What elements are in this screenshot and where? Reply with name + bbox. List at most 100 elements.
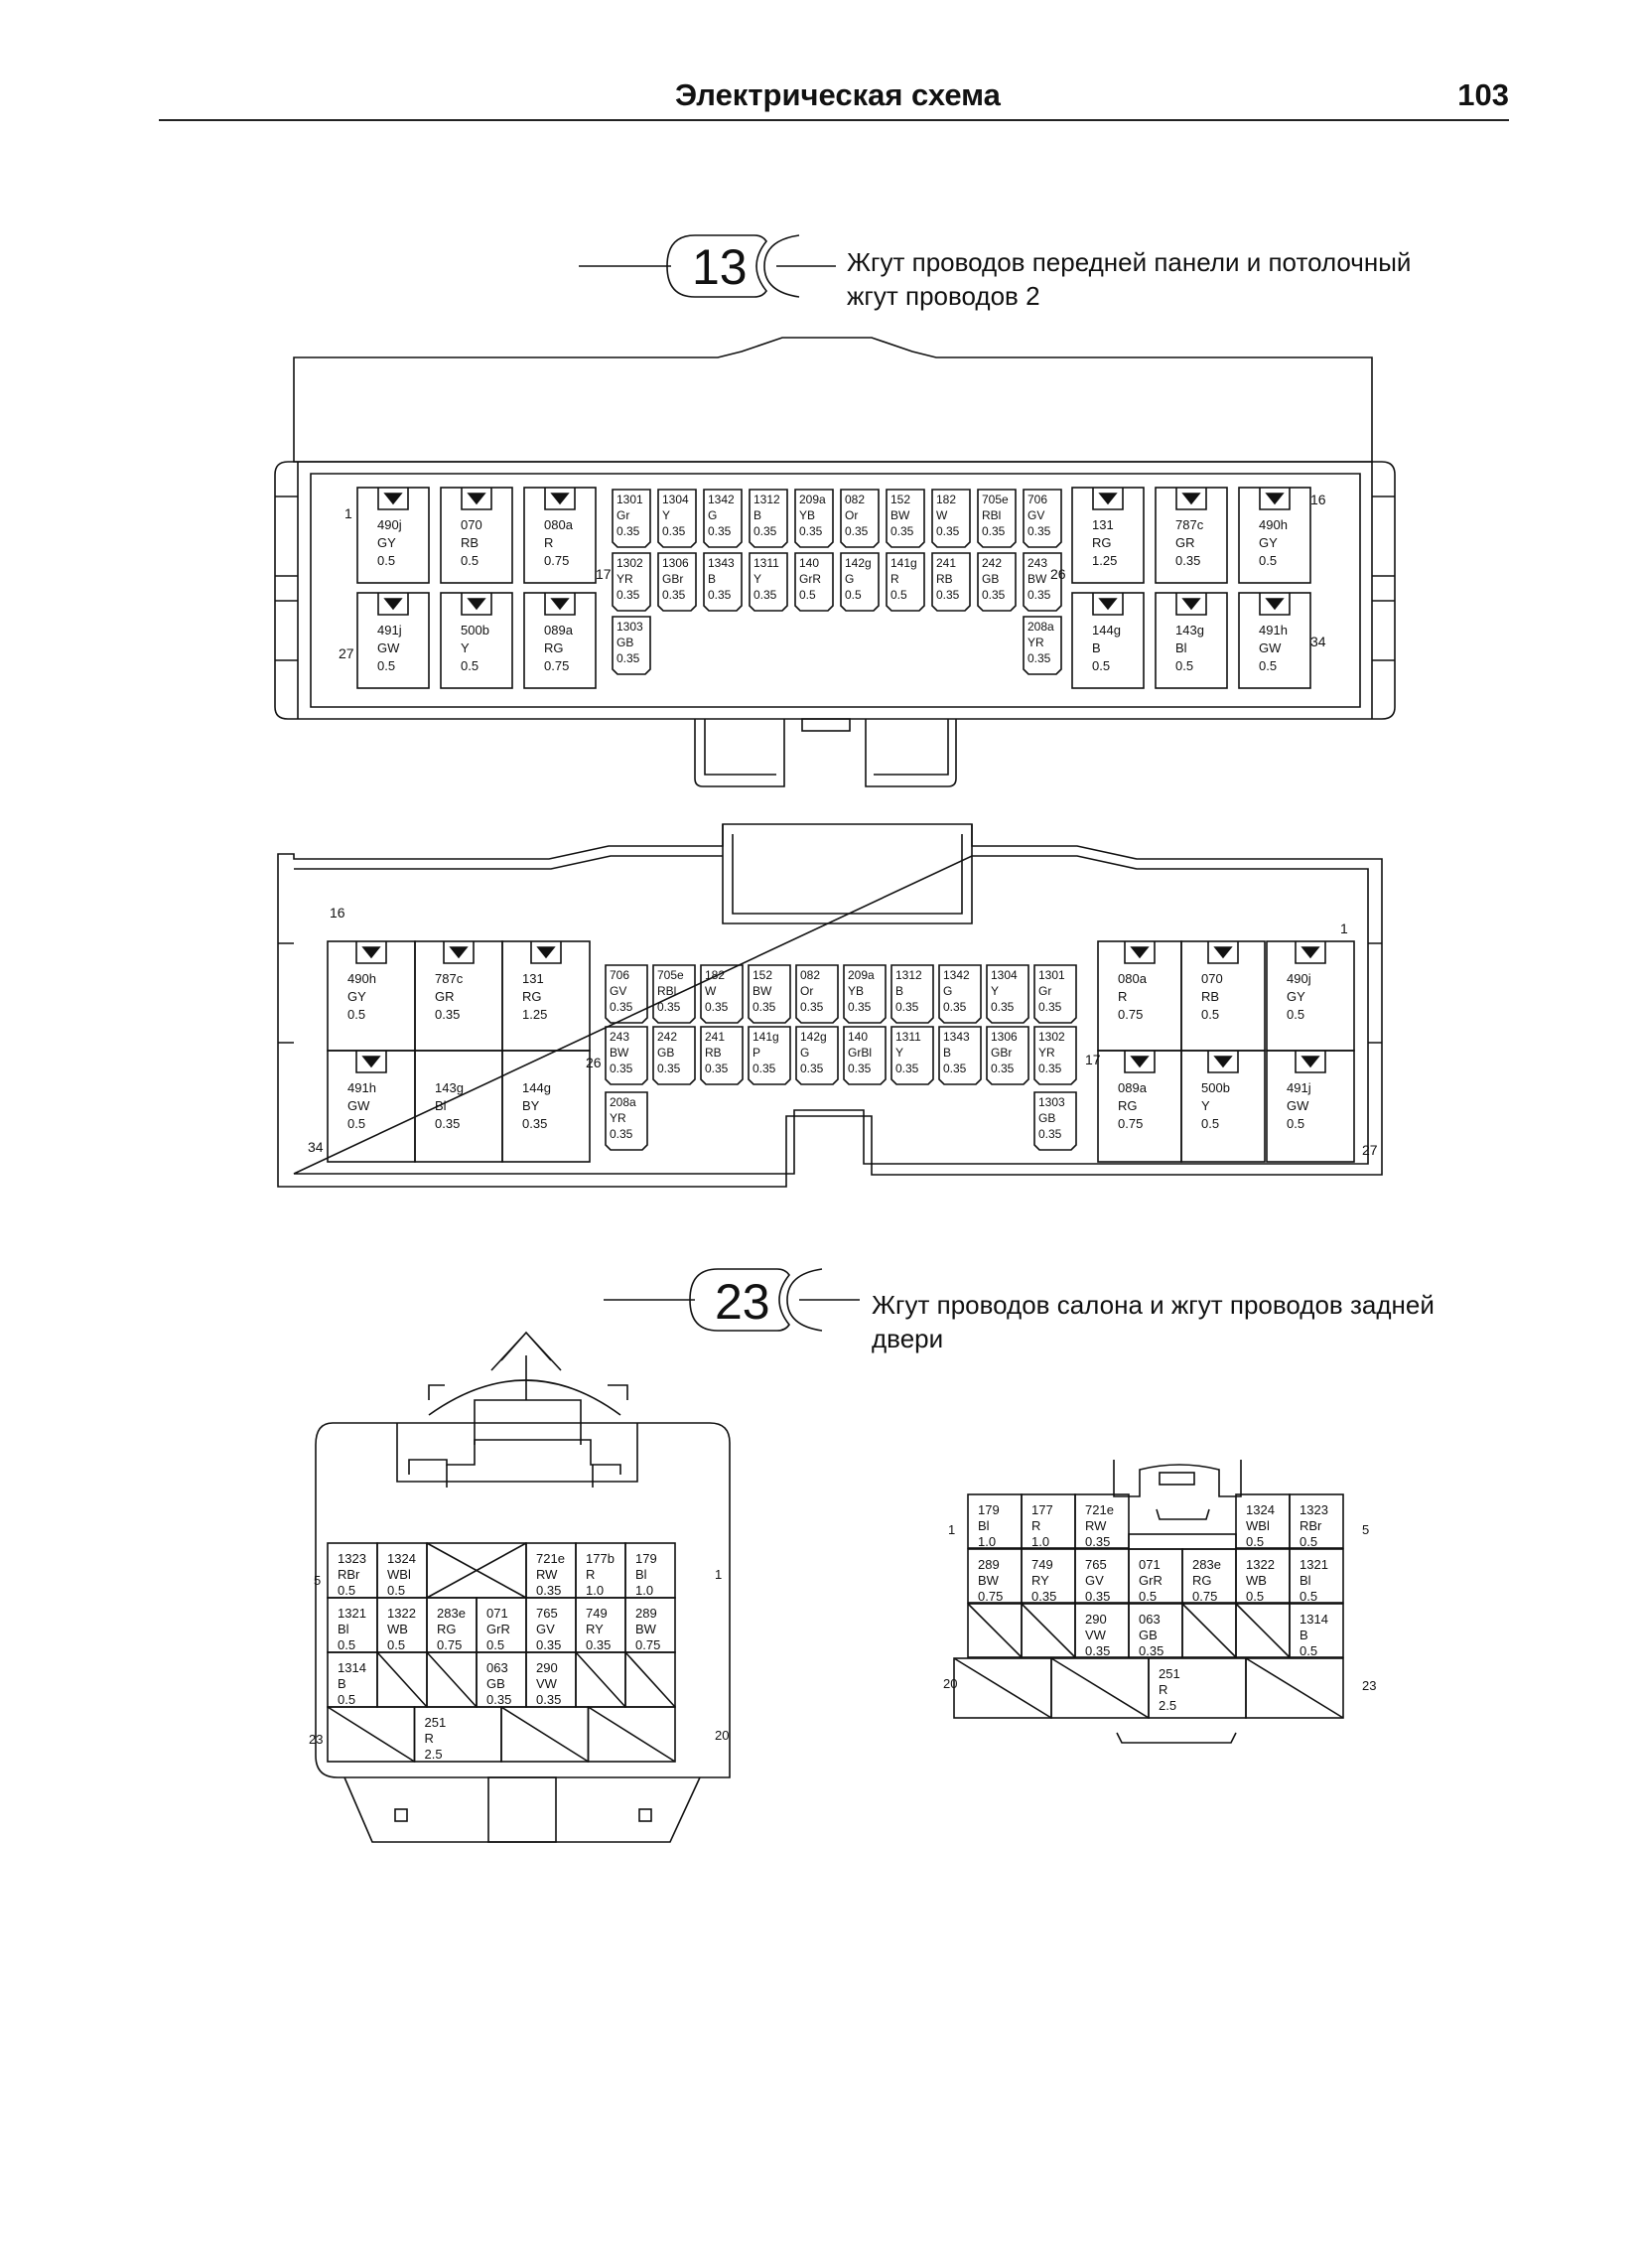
wire-label: GV <box>1085 1573 1104 1588</box>
wire-label: 0.75 <box>544 553 569 568</box>
terminal-cavity-small <box>977 489 1017 548</box>
terminal-cavity <box>1097 940 1182 1052</box>
terminal-cavity-small <box>1033 1091 1077 1151</box>
wire-label: 0.35 <box>753 1000 776 1014</box>
terminal-cavity <box>414 1050 503 1163</box>
wire-label: 142g <box>800 1030 827 1044</box>
terminal-cavity-small <box>749 552 788 612</box>
wire-label: 0.35 <box>586 1637 611 1652</box>
wire-label: 491j <box>377 623 402 638</box>
wire-label: 131 <box>522 971 544 986</box>
terminal-cavity <box>1266 940 1355 1052</box>
wire-label: 063 <box>1139 1612 1161 1627</box>
wire-label: 1304 <box>662 493 689 506</box>
wire-label: 1304 <box>991 968 1018 982</box>
wire-label: 0.35 <box>708 524 732 538</box>
wire-label: 241 <box>936 556 956 570</box>
wire-label: 242 <box>657 1030 677 1044</box>
wire-label: 0.35 <box>435 1007 460 1022</box>
wire-label: GrR <box>486 1622 510 1636</box>
terminal-cavity-small <box>605 1091 648 1151</box>
wire-label: GBr <box>662 572 683 586</box>
terminal-cavity <box>1180 1050 1266 1163</box>
wire-label: 0.35 <box>435 1116 460 1131</box>
wire-label: 0.5 <box>1300 1643 1317 1658</box>
wire-label: 290 <box>536 1660 558 1675</box>
wire-label: 0.35 <box>753 588 777 602</box>
terminal-cavity-small <box>794 489 834 548</box>
wire-label: 0.35 <box>610 1000 633 1014</box>
wire-label: 1323 <box>1300 1502 1328 1517</box>
empty-cavity <box>575 1651 626 1708</box>
wire-label: 0.35 <box>890 524 914 538</box>
terminal-cavity <box>1097 1050 1182 1163</box>
wire-label: 0.5 <box>1287 1007 1304 1022</box>
empty-cavity <box>1021 1603 1076 1658</box>
empty-cavity <box>327 1706 416 1763</box>
wire-label: RW <box>536 1567 558 1582</box>
wire-label: GrR <box>1139 1573 1163 1588</box>
terminal-cavity <box>1238 592 1311 689</box>
wire-label: R <box>1031 1518 1040 1533</box>
wire-label: G <box>708 508 717 522</box>
empty-cavity <box>953 1657 1052 1719</box>
wire-label: 144g <box>1092 623 1121 638</box>
wire-label: YB <box>799 508 815 522</box>
wire-label: R <box>1118 989 1127 1004</box>
wire-label: B <box>708 572 716 586</box>
wire-label: GW <box>347 1098 370 1113</box>
terminal-cavity <box>1071 592 1145 689</box>
wire-label: 089a <box>544 623 574 638</box>
wire-label: 0.35 <box>657 1000 681 1014</box>
wire-label: 0.35 <box>753 524 777 538</box>
terminal-cavity <box>1238 487 1311 584</box>
connector-23-number: 23 <box>715 1274 770 1330</box>
wire-label: 070 <box>461 517 482 532</box>
wire-label: 080a <box>544 517 574 532</box>
wire-label: 491j <box>1287 1080 1311 1095</box>
connector-23-callout <box>604 1268 860 1332</box>
wire-label: 152 <box>890 493 910 506</box>
wire-label: 0.5 <box>461 658 479 673</box>
wire-label: 1.0 <box>1031 1534 1049 1549</box>
terminal-cavity <box>356 592 430 689</box>
terminal-cavity-small <box>612 552 651 612</box>
terminal-cavity <box>327 940 416 1052</box>
wire-label: 243 <box>610 1030 629 1044</box>
wire-label: 1311 <box>895 1030 921 1044</box>
wire-label: 0.5 <box>1175 658 1193 673</box>
wire-label: BW <box>753 984 772 998</box>
terminal-cavity <box>440 487 513 584</box>
wire-label: Gr <box>616 508 629 522</box>
wire-label: R <box>1159 1682 1167 1697</box>
wire-label: RBr <box>1300 1518 1322 1533</box>
wire-label: 0.5 <box>1201 1116 1219 1131</box>
pin-number: 5 <box>1362 1522 1369 1537</box>
wire-label: GW <box>1259 640 1282 655</box>
terminal-cavity-small <box>938 964 982 1024</box>
wire-label: 0.5 <box>377 658 395 673</box>
wire-label: 491h <box>1259 623 1288 638</box>
wire-label: 0.35 <box>1139 1643 1163 1658</box>
terminal-cavity-small <box>795 1026 839 1085</box>
wire-label: R <box>890 572 899 586</box>
wire-label: 1301 <box>616 493 643 506</box>
wire-label: Y <box>753 572 761 586</box>
wire-label: 706 <box>1027 493 1047 506</box>
pin-number: 23 <box>309 1732 323 1747</box>
terminal-cavity-small <box>840 552 880 612</box>
wire-label: G <box>800 1046 809 1060</box>
wire-label: GB <box>982 572 999 586</box>
wire-label: 721e <box>1085 1502 1114 1517</box>
wire-label: 0.75 <box>1192 1589 1217 1604</box>
terminal-cavity <box>523 592 597 689</box>
terminal-cavity-small <box>748 964 791 1024</box>
wire-label: 1312 <box>895 968 922 982</box>
connector-23-caption-line2: двери <box>872 1324 944 1353</box>
wire-label: 1311 <box>753 556 779 570</box>
wire-label: 0.35 <box>1031 1589 1056 1604</box>
wire-label: R <box>425 1731 434 1746</box>
terminal-cavity-small <box>986 1026 1029 1085</box>
wire-label: 0.35 <box>1085 1643 1110 1658</box>
wire-label: 179 <box>978 1502 1000 1517</box>
